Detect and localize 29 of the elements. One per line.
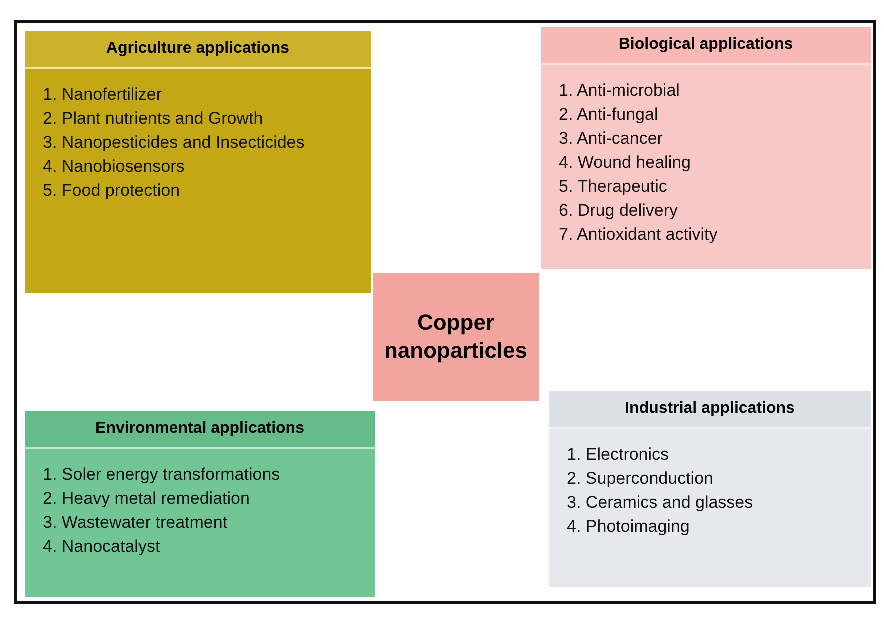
panel-heading: Environmental applications	[25, 411, 375, 449]
center-box: Copper nanoparticles	[373, 273, 539, 401]
list-item: 5. Therapeutic	[559, 176, 668, 198]
list-item: 2. Heavy metal remediation	[43, 488, 251, 510]
list-item: 1. Nanofertilizer	[43, 84, 164, 106]
category-panel	[25, 411, 375, 597]
panel-heading: Biological applications	[541, 27, 871, 65]
list-item: 5. Food protection	[43, 180, 182, 202]
list-item: 3. Ceramics and glasses	[567, 492, 754, 514]
list-item: 3. Anti-cancer	[559, 128, 664, 150]
list-item: 3. Wastewater treatment	[43, 512, 229, 534]
panel-heading: Industrial applications	[549, 391, 871, 429]
category-panel	[541, 27, 871, 269]
list-item: 4. Nanobiosensors	[43, 156, 186, 178]
list-item: 1. Electronics	[567, 444, 670, 466]
list-item: 6. Drug delivery	[559, 200, 680, 222]
list-item: 4. Photoimaging	[567, 516, 691, 538]
list-item: 1. Soler energy transformations	[43, 464, 282, 486]
list-item: 2. Plant nutrients and Growth	[43, 108, 264, 130]
list-item: 2. Anti-fungal	[559, 104, 660, 126]
panel-heading: Agriculture applications	[25, 31, 371, 69]
list-item: 4. Wound healing	[559, 152, 692, 174]
list-item: 3. Nanopesticides and Insecticides	[43, 132, 306, 154]
list-item: 2. Superconduction	[567, 468, 714, 490]
list-item: 7. Antioxidant activity	[559, 224, 719, 246]
list-item: 1. Anti-microbial	[559, 80, 681, 102]
list-item: 4. Nanocatalyst	[43, 536, 162, 558]
category-panel	[549, 391, 871, 587]
category-panel	[25, 31, 371, 293]
